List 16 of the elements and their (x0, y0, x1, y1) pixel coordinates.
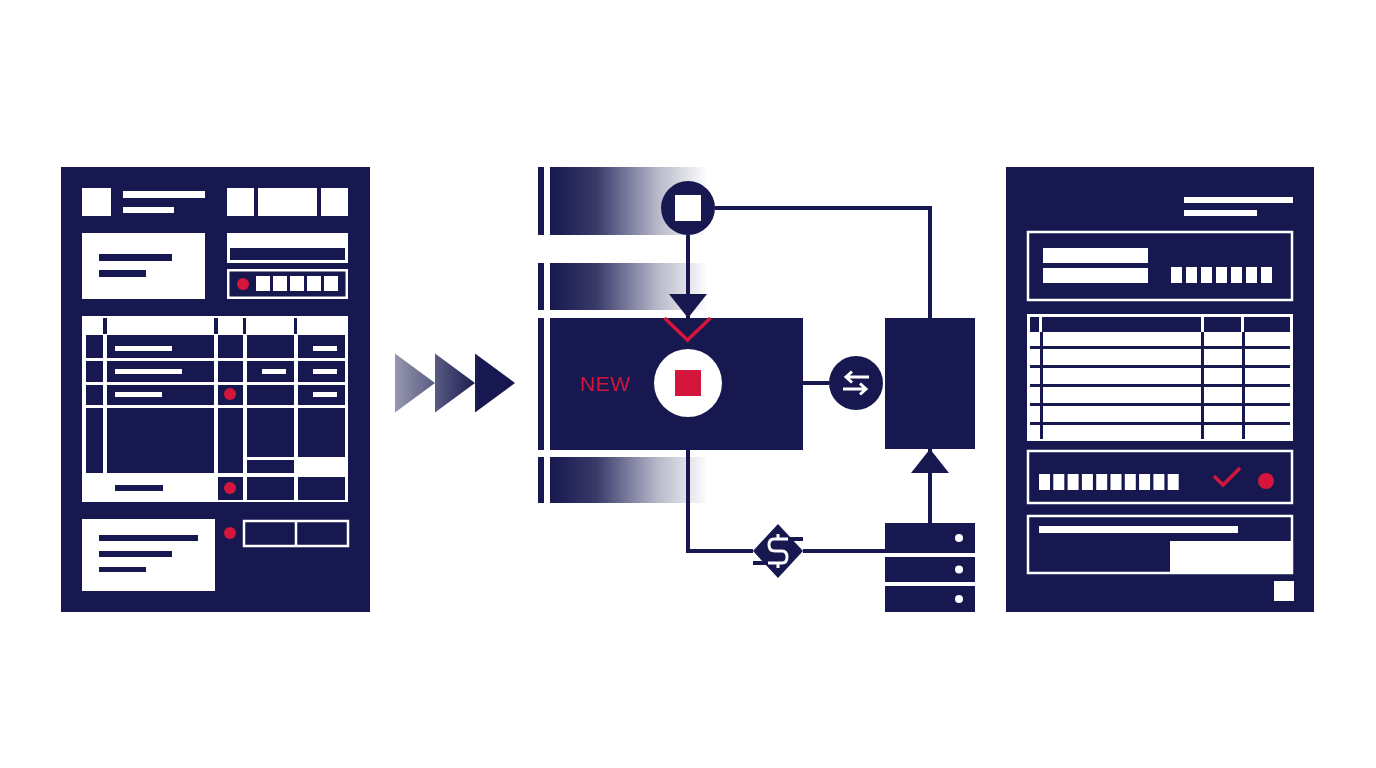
document-picture (1006, 167, 1314, 612)
circle-node (661, 181, 715, 235)
connector-line (715, 206, 932, 318)
connector-line (803, 381, 829, 385)
connector-line (803, 549, 885, 553)
circle-node (829, 356, 883, 410)
diamond-node (753, 524, 803, 578)
server-stack (885, 523, 975, 612)
document-picture (61, 167, 370, 612)
chevron-arrows (395, 353, 515, 413)
node-label: NEW (580, 372, 631, 396)
arrow (669, 235, 707, 318)
arrow (911, 449, 949, 523)
process-box (550, 318, 803, 450)
process-box (885, 318, 975, 449)
connector-line (686, 450, 753, 553)
